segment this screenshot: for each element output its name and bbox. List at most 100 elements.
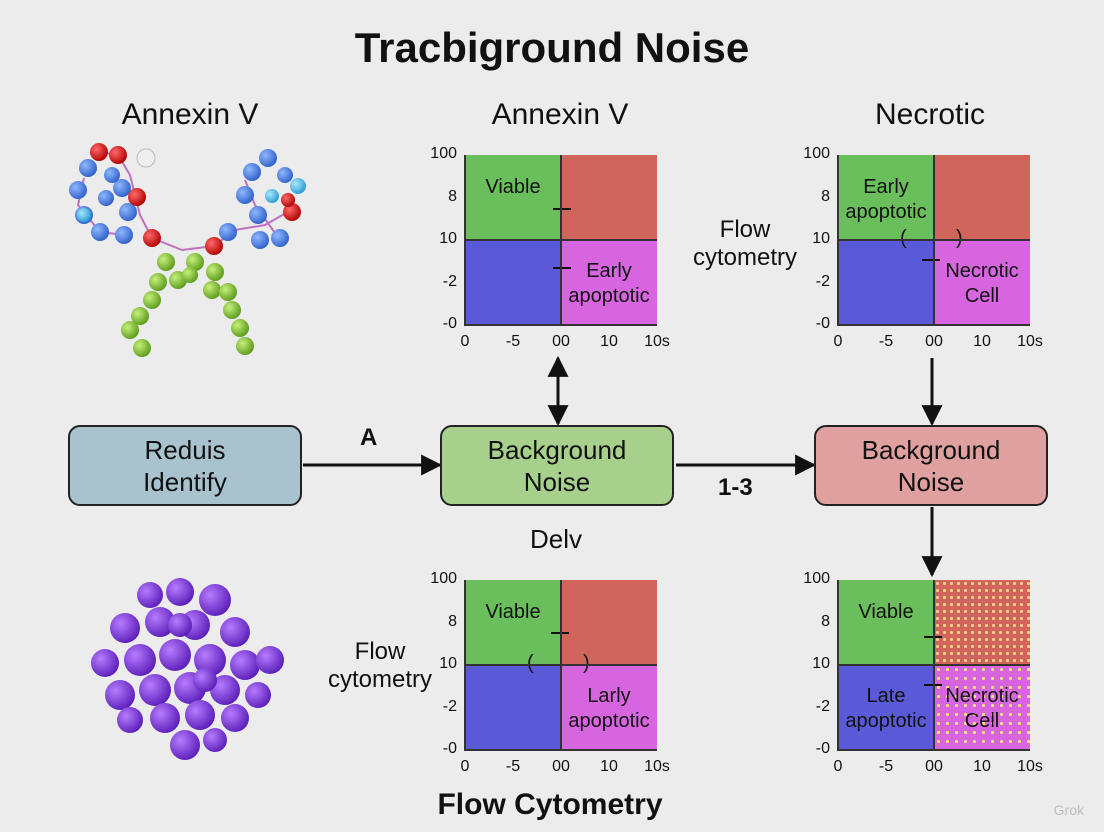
plot-y-tick-label: 100: [803, 570, 830, 587]
plot-x-tick-label: -5: [878, 758, 894, 775]
watermark-text: Grok: [1053, 802, 1084, 818]
heading-right: Necrotic: [874, 98, 986, 131]
plot-x-axis: [464, 749, 657, 751]
purple-molecule-cluster-icon: [91, 578, 284, 760]
quadrant-top-right: [934, 580, 1030, 665]
plot-y-tick-label: -0: [442, 315, 457, 332]
side-label-bottom-line1: Flow: [354, 638, 406, 665]
quadrant-bottom-right: [934, 240, 1030, 325]
plot-divider-horizontal: [838, 664, 1030, 666]
quadrant-top-left: [465, 580, 561, 665]
plot-label-early: Early: [586, 260, 632, 282]
plot-tick-mark: [922, 259, 940, 261]
plot-y-tick-label: -0: [442, 740, 457, 757]
quadrant-bottom-right: [561, 240, 657, 325]
plot-tick-mark: [553, 267, 571, 269]
heading-middle: Delv: [496, 524, 616, 555]
plot-y-axis: [464, 580, 466, 751]
node-bg-center-line1: Background: [487, 434, 627, 465]
side-label-top-line1: Flow: [719, 216, 771, 243]
plot-y-tick-label: 8: [821, 612, 830, 630]
plot-label-necrotic: Necrotic: [945, 685, 1019, 707]
side-label-bottom: Flow cytometry: [310, 638, 450, 694]
plot-tick-mark: [553, 208, 571, 210]
quadrant-top-right: [934, 155, 1030, 240]
plot-divider-horizontal: [838, 239, 1030, 241]
node-background-noise-right[interactable]: Background Noise: [814, 425, 1048, 506]
plot-y-axis: [837, 155, 839, 326]
plot-y-tick-label: 100: [803, 145, 830, 162]
bottom-title: Flow Cytometry: [437, 788, 663, 821]
side-label-top: Flow cytometry: [675, 216, 815, 272]
plot-divider-horizontal: [465, 239, 657, 241]
node-background-noise-center[interactable]: Background Noise: [440, 425, 674, 506]
plot-x-tick-label: 0: [460, 758, 470, 775]
plot-y-tick-label: 100: [430, 145, 457, 162]
side-label-top-line2: cytometry: [692, 244, 797, 271]
plot-y-tick-label: 8: [448, 187, 457, 205]
plot-x-axis: [837, 324, 1030, 326]
plot-label-necrotic-cell: Necrotic Cell: [934, 259, 1030, 309]
plot-y-tick-label: -2: [815, 272, 830, 290]
plot-label-late-apoptotic: Late apoptotic: [838, 684, 934, 734]
plot-x-axis: [464, 324, 657, 326]
plot-x-tick-label: 00: [925, 758, 943, 775]
plot-x-tick-label: 10s: [644, 758, 670, 775]
plot-x-tick-label: -5: [505, 333, 521, 350]
plot-label-viable: Viable: [485, 176, 541, 198]
plot-y-tick-label: 100: [430, 570, 457, 587]
plot-label-early-apoptotic: Early apoptotic: [561, 259, 657, 309]
plot-label-viable: Viable: [858, 601, 914, 623]
plot-x-tick-label: 10: [973, 333, 991, 350]
quadrant-bottom-left: [838, 240, 934, 325]
plot-label-apoptotic: apoptotic: [845, 201, 927, 223]
plot-y-tick-label: -2: [815, 697, 830, 715]
side-label-bottom-line2: cytometry: [327, 666, 432, 693]
plot-y-tick-label: 8: [448, 612, 457, 630]
quadrant-top-left: [838, 580, 934, 665]
plot-label-cell: Cell: [964, 710, 1000, 732]
plot-x-tick-label: 10s: [644, 333, 670, 350]
plot-y-tick-label: 10: [439, 655, 457, 672]
plot-label-late: Late: [866, 685, 906, 707]
plot-y-tick-label: 8: [821, 187, 830, 205]
quadrant-plot-bottom-right: Viable Late apoptotic Necrotic Cell 100 8…: [803, 570, 1043, 775]
plot-paren-open: (: [527, 652, 534, 674]
plot-label-necrotic-cell: Necrotic Cell: [934, 684, 1030, 734]
plot-label-larly: Larly: [587, 685, 631, 707]
plot-label-apoptotic: apoptotic: [845, 710, 927, 732]
quadrant-bottom-left: [465, 240, 561, 325]
page-title: Tracbiground Noise: [354, 24, 750, 71]
quadrant-bottom-right: [934, 665, 1030, 750]
plot-x-tick-label: 0: [460, 333, 470, 350]
plot-x-tick-label: 10: [973, 758, 991, 775]
plot-x-tick-label: -5: [878, 333, 894, 350]
node-bg-center-line2: Noise: [523, 466, 591, 497]
plot-label-necrotic: Necrotic: [945, 260, 1019, 282]
quadrant-bottom-right: [561, 665, 657, 750]
node-bg-right-line1: Background: [861, 434, 1001, 465]
plot-label-viable: Viable: [485, 601, 541, 623]
plot-x-tick-label: 00: [925, 333, 943, 350]
plot-label-apoptotic: apoptotic: [568, 710, 650, 732]
plot-x-tick-label: 00: [552, 333, 570, 350]
plot-x-tick-label: 00: [552, 758, 570, 775]
plot-label-cell: Cell: [964, 285, 1000, 307]
quadrant-bottom-left: [465, 665, 561, 750]
plot-y-axis: [464, 155, 466, 326]
heading-left: Annexin V: [121, 98, 259, 131]
edge-label-a: A: [360, 424, 378, 451]
plot-x-tick-label: -5: [505, 758, 521, 775]
plot-paren-close: ): [583, 652, 590, 674]
plot-x-tick-label: 10: [600, 333, 618, 350]
quadrant-bottom-left: [838, 665, 934, 750]
quadrant-top-left: [838, 155, 934, 240]
node-reduis-identify[interactable]: Reduis Identify: [68, 425, 302, 506]
node-bg-right-line2: Noise: [897, 466, 965, 497]
plot-y-tick-label: 10: [439, 230, 457, 247]
plot-y-tick-label: 10: [812, 655, 830, 672]
plot-y-axis: [837, 580, 839, 751]
plot-x-tick-label: 10s: [1017, 758, 1043, 775]
